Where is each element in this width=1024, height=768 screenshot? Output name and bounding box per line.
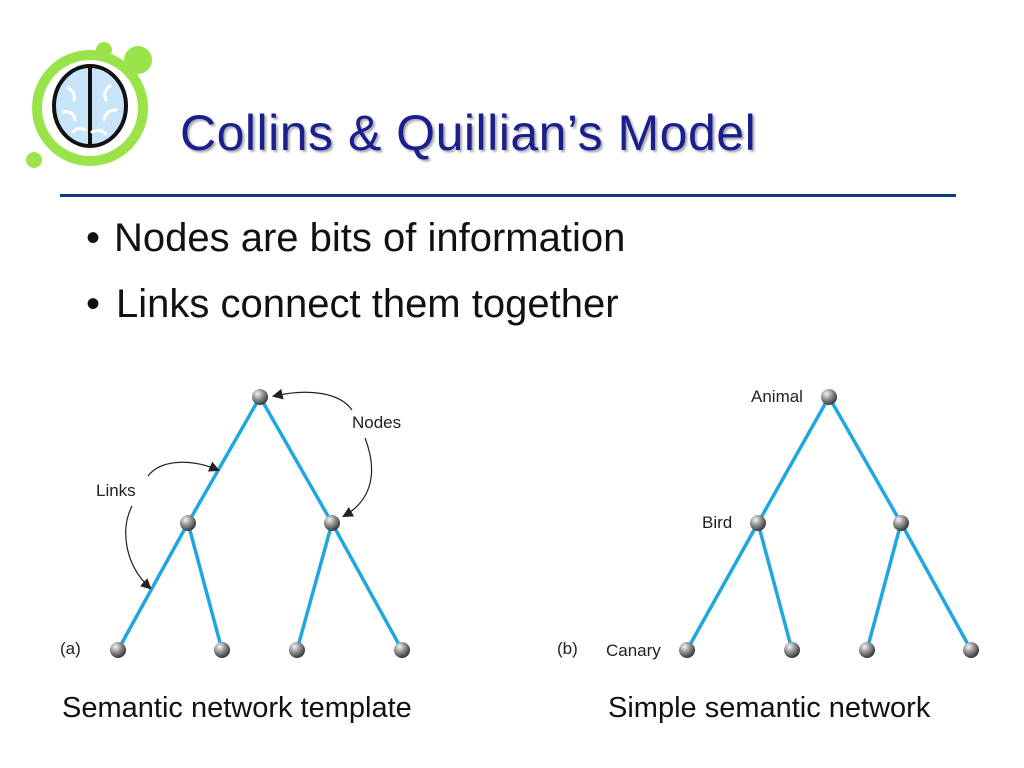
node bbox=[289, 642, 305, 658]
node-bird bbox=[750, 515, 766, 531]
semantic-network-diagram: Nodes Links (a) Animal Bird Canary (b) bbox=[60, 387, 979, 660]
link bbox=[685, 522, 760, 651]
panel-b-links bbox=[685, 396, 973, 651]
nodes-arrow bbox=[342, 437, 373, 518]
link bbox=[258, 396, 334, 524]
links-arrow bbox=[125, 505, 152, 590]
node bbox=[394, 642, 410, 658]
bullet-marker: • bbox=[86, 216, 101, 260]
node bbox=[324, 515, 340, 531]
link bbox=[186, 522, 224, 651]
link bbox=[827, 396, 903, 524]
title-divider bbox=[60, 194, 956, 197]
link bbox=[186, 396, 262, 524]
link bbox=[295, 522, 334, 651]
node bbox=[214, 642, 230, 658]
bullet-item: • Links connect them together bbox=[86, 282, 619, 327]
node bbox=[252, 389, 268, 405]
node-animal-label: Animal bbox=[751, 387, 803, 406]
node bbox=[859, 642, 875, 658]
links-arrow bbox=[147, 461, 220, 477]
panel-b-nodes bbox=[679, 389, 979, 658]
panel-a-annotation-arrows bbox=[125, 388, 373, 590]
node-bird-label: Bird bbox=[702, 513, 732, 532]
panel-b-label: (b) bbox=[557, 639, 578, 658]
node-animal bbox=[821, 389, 837, 405]
node-canary-label: Canary bbox=[606, 641, 661, 660]
panel-a-label: (a) bbox=[60, 639, 81, 658]
panel-a-links bbox=[116, 396, 404, 651]
node-canary bbox=[679, 642, 695, 658]
nodes-annotation-label: Nodes bbox=[352, 413, 401, 432]
caption-simple-network: Simple semantic network bbox=[608, 692, 931, 724]
link bbox=[899, 522, 973, 651]
nodes-arrow bbox=[271, 388, 353, 411]
node bbox=[784, 642, 800, 658]
link bbox=[116, 522, 190, 651]
node bbox=[110, 642, 126, 658]
panel-a-nodes bbox=[110, 389, 410, 658]
links-annotation-label: Links bbox=[96, 481, 136, 500]
bullet-text: Links connect them together bbox=[116, 282, 619, 326]
page-title: Collins & Quillian’s Model bbox=[180, 105, 757, 161]
caption-template: Semantic network template bbox=[62, 692, 412, 724]
node bbox=[180, 515, 196, 531]
link bbox=[756, 522, 794, 651]
brain-logo-icon bbox=[18, 40, 168, 185]
link bbox=[756, 396, 831, 524]
bullet-text: Nodes are bits of information bbox=[114, 216, 626, 260]
node bbox=[893, 515, 909, 531]
bullet-marker: • bbox=[86, 282, 101, 326]
link bbox=[330, 522, 404, 651]
link bbox=[865, 522, 903, 651]
node bbox=[963, 642, 979, 658]
bullet-item: • Nodes are bits of information bbox=[86, 216, 625, 261]
